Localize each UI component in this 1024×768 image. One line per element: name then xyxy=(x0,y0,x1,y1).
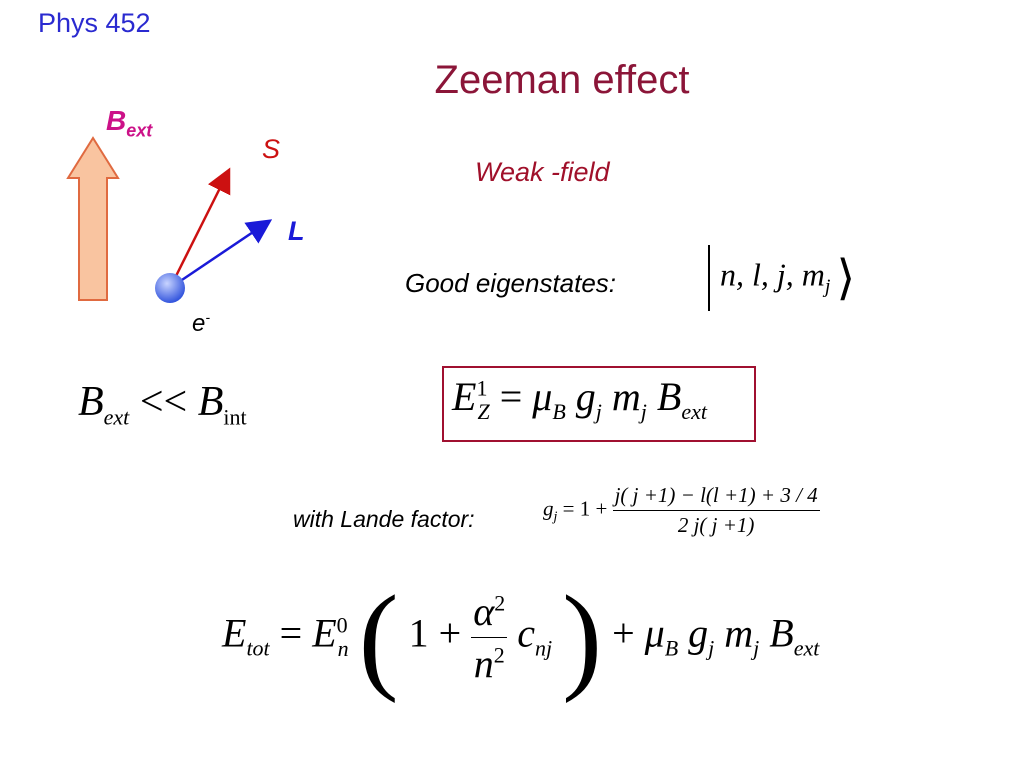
lande-formula: gj = 1 + j( j +1) − l(l +1) + 3 / 4 2 j(… xyxy=(543,483,820,537)
lande-label: with Lande factor: xyxy=(293,506,475,532)
field-arrow xyxy=(66,136,120,301)
total-energy-formula: Etot = E0n ( 1 + α2 n2 cnj ) + μB gj mj … xyxy=(222,570,820,704)
eigenstates-label: Good eigenstates: xyxy=(405,268,617,298)
zeeman-energy-formula: E1Z = μB gj mj Bext xyxy=(452,374,708,424)
zeeman-energy-box xyxy=(442,366,756,442)
regime-label: Weak -field xyxy=(475,157,610,187)
field-label: Bext xyxy=(106,105,153,141)
spin-label: S xyxy=(262,134,281,164)
slide-title: Zeeman effect xyxy=(434,58,690,102)
eigenstate-ket: n, l, j, mj⟩ xyxy=(708,245,855,311)
electron-label: e- xyxy=(192,309,211,337)
spin-vector xyxy=(168,167,231,289)
weak-field-condition: Bext << Bint xyxy=(78,379,247,430)
orbital-vector xyxy=(169,219,273,290)
course-label: Phys 452 xyxy=(38,8,151,38)
electron-sphere xyxy=(155,273,185,303)
vector-diagram xyxy=(66,136,273,303)
orbital-label: L xyxy=(288,216,305,246)
